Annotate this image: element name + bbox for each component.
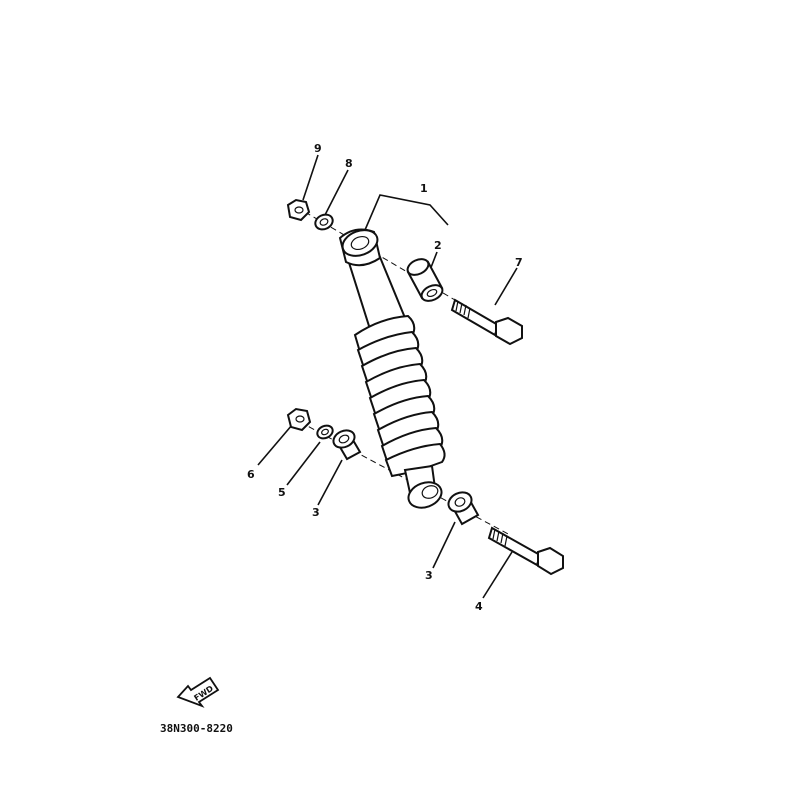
callout-8: 8 — [345, 157, 353, 170]
leader-lines — [257, 154, 518, 599]
collar — [406, 258, 444, 302]
callout-labels: 9 8 1 2 7 6 5 3 3 4 — [247, 142, 523, 613]
washer-lower — [316, 424, 334, 440]
callout-3-left: 3 — [312, 506, 320, 519]
callout-6: 6 — [247, 468, 255, 481]
callout-5: 5 — [278, 486, 286, 499]
shock-absorber — [338, 228, 446, 509]
fwd-arrow-icon: FWD — [176, 676, 220, 708]
nut-top — [286, 198, 311, 222]
diagram-part-code: 38N300-8220 — [160, 722, 233, 735]
nut-lower — [286, 407, 312, 432]
callout-1: 1 — [420, 182, 428, 195]
bolt-upper — [450, 298, 523, 346]
lower-eye — [407, 481, 443, 509]
shock-spring — [353, 314, 446, 478]
callout-7: 7 — [515, 256, 523, 269]
washer-top — [314, 213, 334, 231]
callout-2: 2 — [434, 239, 442, 252]
callout-9: 9 — [314, 142, 322, 155]
callout-3-right: 3 — [425, 569, 433, 582]
bush-right — [447, 491, 480, 526]
bush-left — [332, 429, 362, 461]
callout-4: 4 — [475, 600, 483, 613]
bolt-lower — [487, 526, 564, 576]
